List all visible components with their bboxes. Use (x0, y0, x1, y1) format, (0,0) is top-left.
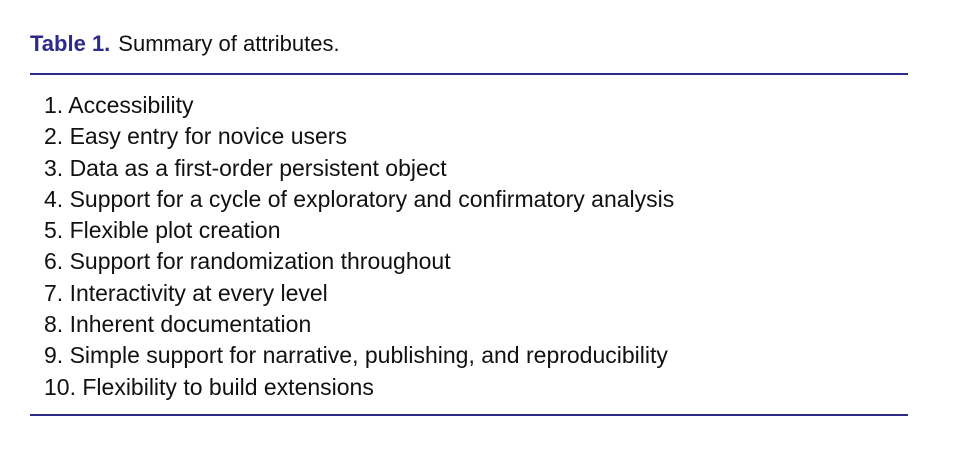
table-caption: Table 1. Summary of attributes. (30, 30, 340, 58)
attribute-item-2: 2. Easy entry for novice users (44, 123, 347, 150)
attribute-item-6: 6. Support for randomization throughout (44, 248, 451, 275)
attribute-item-1: 1. Accessibility (44, 92, 194, 118)
attribute-item-3: 3. Data as a first-order persistent obje… (44, 154, 447, 181)
table-label: Table 1. (30, 31, 111, 56)
attribute-item-7: 7. Interactivity at every level (44, 279, 328, 306)
attribute-item-5: 5. Flexible plot creation (44, 217, 281, 244)
table-caption-text: Summary of attributes. (118, 31, 340, 56)
attribute-list: 1. Accessibility 2. Easy entry for novic… (44, 90, 674, 403)
bottom-rule (30, 414, 908, 416)
attribute-item-4: 4. Support for a cycle of exploratory an… (44, 185, 675, 212)
attribute-item-9: 9. Simple support for narrative, publish… (44, 342, 668, 369)
top-rule (30, 73, 908, 75)
attribute-item-8: 8. Inherent documentation (44, 311, 312, 338)
attribute-item-10: 10. Flexibility to build extensions (44, 373, 374, 400)
